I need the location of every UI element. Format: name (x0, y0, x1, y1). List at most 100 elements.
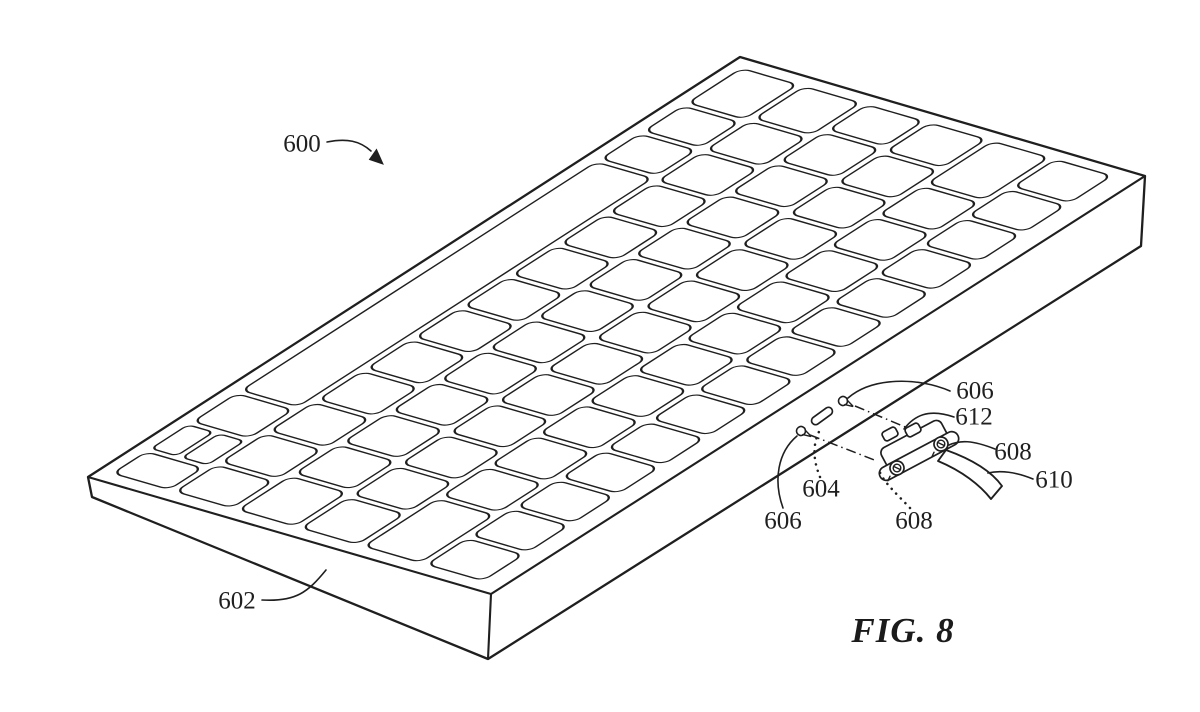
keyboard-key (179, 466, 270, 507)
boss-screw-slot (931, 441, 945, 458)
keyboard-key (881, 249, 972, 289)
keyboard-key (695, 249, 789, 291)
keyboard-key (930, 142, 1046, 199)
ref-label-602: 602 (218, 588, 256, 615)
keyboard-key (515, 247, 609, 290)
arrow-head-600 (368, 148, 384, 165)
keyboard-key (647, 280, 741, 323)
screw-606 (837, 395, 854, 408)
keyboard-key (882, 187, 976, 230)
keyboard-key (589, 259, 683, 301)
keyboard-key (604, 135, 693, 174)
keyboard-key (565, 452, 656, 493)
keyboard-key (785, 250, 879, 292)
keyboard-key (686, 196, 780, 239)
keyboard-key (744, 218, 838, 260)
keyboard-key (494, 437, 588, 480)
keyboard-key (404, 436, 498, 479)
keyboard-key (304, 499, 401, 543)
keyboard-key (655, 394, 746, 435)
keyboard-key (783, 134, 877, 176)
keyboard-key (273, 403, 367, 446)
screw-606 (795, 425, 812, 438)
keyboard-key (688, 312, 782, 355)
keyboard-key (841, 155, 935, 198)
ref-label-608: 608 (895, 508, 933, 535)
keyboard-key (709, 122, 803, 165)
keyboard-key (298, 446, 392, 489)
cable-610 (937, 449, 1003, 500)
keyboard-key (453, 405, 547, 448)
keyboard-key-split-lower (184, 434, 243, 465)
leader-line-606 (847, 380, 951, 399)
keyboard-key (598, 311, 692, 354)
key-grid (116, 69, 1109, 580)
screw-tip (844, 399, 854, 408)
keyboard-key (322, 372, 415, 415)
connector-bump-shape (881, 426, 899, 442)
leader-line-606 (777, 435, 798, 509)
keyboard-key (196, 394, 290, 437)
keyboard-key (225, 435, 318, 477)
ref-label-600: 600 (283, 131, 321, 158)
ref-label-606: 606 (956, 378, 994, 405)
ref-label-612: 612 (955, 404, 993, 431)
connector-exploded-detail (795, 395, 1003, 500)
keyboard-key (444, 352, 537, 395)
screw-head (837, 395, 849, 407)
connector-bump-shape (904, 422, 922, 438)
keyboard-key (550, 342, 644, 385)
leader-line-608 (877, 468, 912, 510)
screw-boss-608 (931, 436, 949, 458)
keyboard-key (746, 336, 836, 376)
keyboard-key (639, 343, 733, 386)
screw-boss-608 (887, 460, 905, 482)
receptacle-604 (810, 406, 834, 426)
ref-label-610: 610 (1035, 467, 1073, 494)
leader-line-604 (813, 426, 823, 479)
keyboard-key (735, 165, 828, 208)
keyboard-key (661, 154, 755, 196)
keyboard-key (542, 406, 636, 449)
keyboard-key (832, 106, 920, 145)
keyboard-key (971, 190, 1062, 231)
ref-label-608: 608 (994, 439, 1032, 466)
keyboard-key (241, 477, 344, 525)
leader-line-612 (903, 412, 955, 430)
ref-label-606: 606 (764, 508, 802, 535)
keyboard-key (701, 365, 791, 405)
screw-tip (802, 429, 812, 438)
ref-label-604: 604 (802, 476, 840, 503)
keyboard-key (638, 227, 731, 270)
keyboard-key (475, 510, 565, 551)
keyboard-key (612, 185, 706, 228)
keyboard-key (591, 375, 685, 417)
keyboard-key (430, 539, 520, 580)
receptacle-604-shape (810, 406, 834, 426)
keyboard-key (370, 341, 464, 384)
keyboard-key (541, 290, 634, 332)
keyboard-key (492, 321, 586, 364)
keyboard-key (501, 374, 595, 416)
leader-line-608 (948, 440, 996, 450)
keyboard-key-split-upper (153, 425, 212, 456)
keyboard-key (446, 468, 539, 511)
keyboard-key (791, 307, 881, 347)
keyboard-key-spacebar (245, 163, 649, 406)
keyboard-key (395, 383, 489, 426)
keyboard-key (356, 467, 450, 510)
keyboard-key (564, 216, 658, 259)
leader-line-600 (326, 139, 372, 152)
keyboard-key (1017, 160, 1109, 202)
keyboard-side-edges (87, 175, 1146, 660)
keyboard-key (758, 87, 857, 134)
keyboard-key (833, 219, 927, 261)
leader-line-602 (261, 569, 327, 602)
keyboard-key (926, 220, 1017, 260)
keyboard-key (116, 453, 200, 489)
connector-bump (904, 422, 922, 438)
connector-bump (881, 426, 899, 442)
